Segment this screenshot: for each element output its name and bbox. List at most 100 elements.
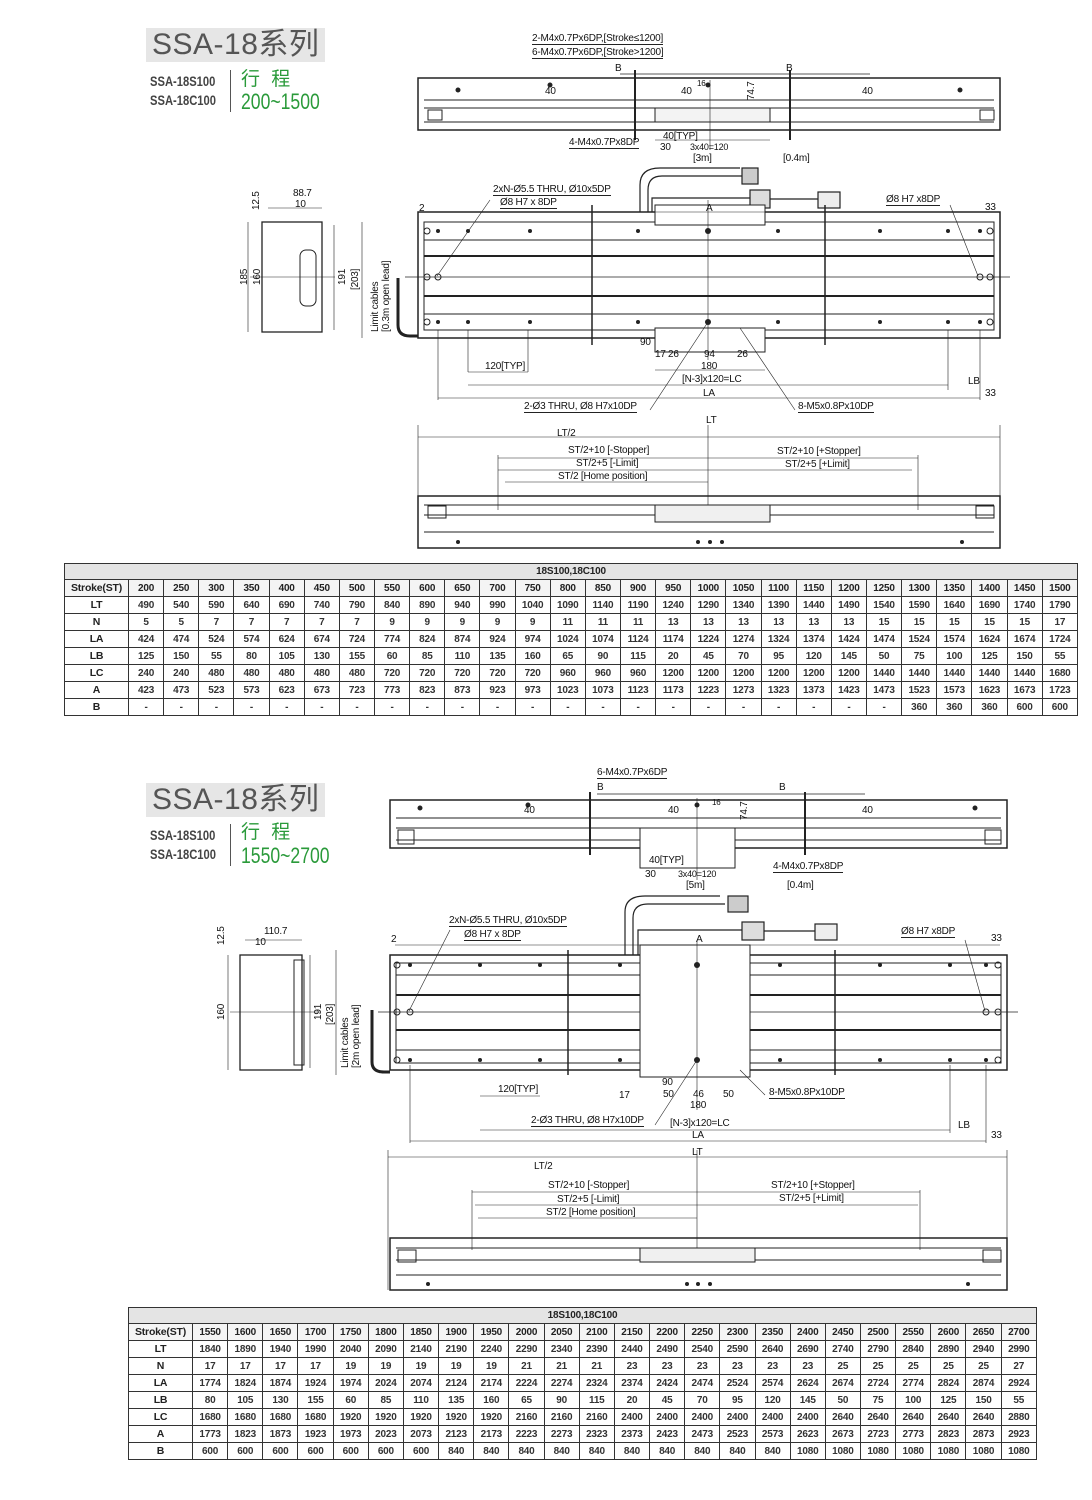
dim-label: ST/2+10 [+Stopper] — [777, 446, 861, 457]
row-header: A — [64, 681, 129, 699]
table-cell: 2173 — [473, 1425, 510, 1443]
table-cell: - — [514, 698, 551, 716]
stroke-header-cell: 1300 — [901, 579, 938, 597]
dim-label: ST/2+10 [+Stopper] — [771, 1180, 855, 1191]
table-cell: 19 — [473, 1357, 510, 1375]
dim-label: ST/2+5 [+Limit] — [779, 1193, 844, 1204]
stroke-header-cell: 1450 — [1006, 579, 1043, 597]
table-cell: - — [865, 698, 903, 716]
table-cell: 90 — [543, 1391, 580, 1409]
table-cell: 120 — [795, 647, 832, 665]
table-cell: 21 — [508, 1357, 545, 1375]
row-header: LT — [128, 1340, 193, 1358]
table-cell: 600 — [332, 1442, 369, 1460]
table-cell: 773 — [373, 681, 411, 699]
table-cell: 240 — [127, 664, 165, 682]
table-cell: 1323 — [760, 681, 797, 699]
stroke-label: 行 程 — [241, 822, 294, 843]
dim-label: 33 — [991, 1130, 1002, 1141]
table-cell: 974 — [514, 630, 551, 648]
table-cell: 7 — [338, 613, 375, 631]
divider — [230, 824, 231, 866]
table-cell: 2340 — [543, 1340, 580, 1358]
dim-label: 4-M4x0.7Px8DP — [569, 137, 640, 149]
dim-label: 2-Ø3 THRU, Ø8 H7x10DP — [524, 401, 637, 413]
stroke-header-cell: 1650 — [262, 1323, 299, 1341]
table-cell: 17 — [227, 1357, 264, 1375]
table-cell: 7 — [198, 613, 235, 631]
dim-label: 50 — [723, 1089, 734, 1100]
dim-label: B — [597, 782, 604, 793]
table-cell: 80 — [233, 647, 270, 665]
table-cell: 1874 — [262, 1374, 299, 1392]
table-cell: 1200 — [655, 664, 692, 682]
table-cell: 25 — [965, 1357, 1002, 1375]
table-cell: 1440 — [971, 664, 1008, 682]
table-cell: 2640 — [930, 1408, 967, 1426]
table-cell: 874 — [444, 630, 481, 648]
table-cell: 21 — [543, 1357, 580, 1375]
dim-label: 180 — [690, 1100, 707, 1111]
table-cell: 840 — [754, 1442, 791, 1460]
table-cell: 15 — [936, 613, 973, 631]
cables-1 — [639, 167, 841, 212]
dim-label: 40 — [668, 805, 679, 816]
row-header: B — [64, 698, 129, 716]
table-cell: 840 — [719, 1442, 756, 1460]
table-cell: 25 — [930, 1357, 967, 1375]
table-cell: 524 — [198, 630, 235, 648]
table-cell: 640 — [233, 596, 270, 614]
table-cell: 1920 — [367, 1408, 404, 1426]
table-cell: 9 — [373, 613, 411, 631]
table-cell: 2323 — [578, 1425, 615, 1443]
table-cell: 23 — [719, 1357, 756, 1375]
table-cell: 480 — [268, 664, 305, 682]
table-cell: 1190 — [619, 596, 657, 614]
dim-label: 120[TYP] — [485, 361, 526, 372]
table-cell: 1274 — [725, 630, 762, 648]
table-cell: 840 — [473, 1442, 510, 1460]
stroke-header-cell: 500 — [338, 579, 375, 597]
row-header: LT — [64, 596, 129, 614]
table-cell: 2640 — [965, 1408, 1002, 1426]
table-cell: 2924 — [1000, 1374, 1038, 1392]
table-cell: 673 — [303, 681, 340, 699]
table-cell: 924 — [479, 630, 516, 648]
table-cell: 2573 — [754, 1425, 791, 1443]
table-cell: 5 — [163, 613, 200, 631]
table-cell: 1790 — [1041, 596, 1079, 614]
dim-label: LA — [703, 388, 715, 399]
row-header: Stroke(ST) — [128, 1323, 193, 1341]
table-cell: 95 — [760, 647, 797, 665]
table-cell: 2123 — [438, 1425, 475, 1443]
table-cell: 1920 — [402, 1408, 440, 1426]
table-cell: - — [127, 698, 165, 716]
table-cell: 80 — [191, 1391, 229, 1409]
table-cell: 1224 — [690, 630, 727, 648]
table-cell: 1920 — [438, 1408, 475, 1426]
dim-label: 90 — [640, 337, 651, 348]
dim-label: Ø8 H7 x8DP — [886, 194, 941, 206]
dim-label: [2m open lead] — [351, 1004, 362, 1068]
table-cell: - — [373, 698, 411, 716]
stroke-header-cell: 2500 — [859, 1323, 897, 1341]
table-cell: 1124 — [619, 630, 657, 648]
table-cell: 2160 — [508, 1408, 545, 1426]
table-cell: 70 — [725, 647, 762, 665]
table-cell: 2523 — [719, 1425, 756, 1443]
table-cell: 490 — [127, 596, 165, 614]
table-caption-row: 18S100,18C100 — [64, 563, 1078, 580]
table-cell: 1273 — [725, 681, 762, 699]
table-cell: 2990 — [1000, 1340, 1038, 1358]
table-cell: 13 — [760, 613, 797, 631]
table-cell: 2873 — [965, 1425, 1002, 1443]
table-cell: 724 — [338, 630, 375, 648]
dim-label: [5m] — [686, 880, 705, 891]
table-cell: 1440 — [865, 664, 903, 682]
stroke-header-cell: 550 — [373, 579, 411, 597]
dim-label: Limit cables — [370, 281, 381, 332]
table-cell: 1840 — [191, 1340, 229, 1358]
